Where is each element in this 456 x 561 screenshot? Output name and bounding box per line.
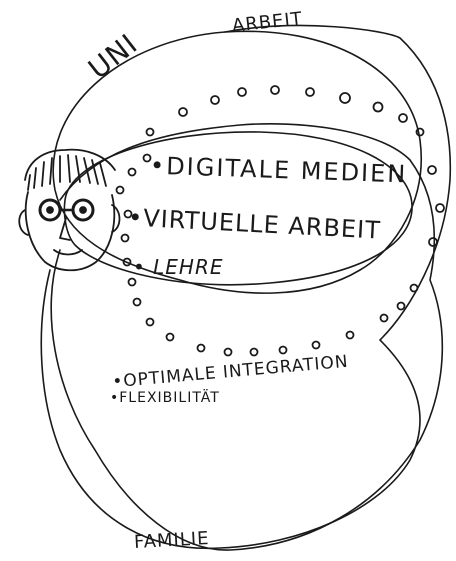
flexibility-label: •FLEXIBILITÄT: [110, 391, 220, 405]
familie-label: FAMILIE: [134, 530, 210, 552]
teaching-label: • LEHRE: [133, 257, 224, 277]
arbeit-circle: [41, 26, 450, 549]
person-face-doodle-icon: [19, 150, 119, 271]
